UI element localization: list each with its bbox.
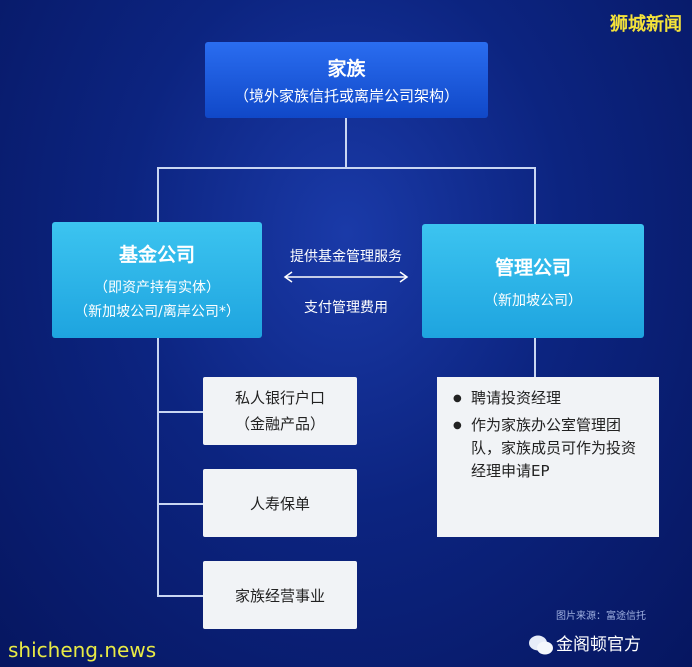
connector [157,503,203,505]
mgmt-duties-list: 聘请投资经理 作为家族办公室管理团队，家族成员可作为投资经理申请EP [437,377,659,537]
fund-company-line1: （即资产持有实体） [94,279,220,296]
image-source: 图片来源：富途信托 [556,611,646,622]
family-node: 家族 （境外家族信托或离岸公司架构） [205,42,488,118]
asset-life-insurance: 人寿保单 [203,469,357,537]
mgmt-company-title: 管理公司 [494,256,571,279]
service-label: 提供基金管理服务 [290,249,402,265]
fund-company-title: 基金公司 [118,243,195,266]
connector [534,338,536,377]
site-watermark: shicheng.news [8,638,157,662]
connector [157,595,203,597]
connector [157,167,535,169]
connector [534,167,536,225]
connector [157,411,203,413]
asset-private-bank: 私人银行户口 （金融产品） [203,377,357,445]
fee-label: 支付管理费用 [304,300,388,316]
asset-label: 人寿保单 [249,494,310,513]
wechat-account: 金阁顿官方 [556,635,641,655]
wechat-icon [529,635,553,655]
asset-family-business: 家族经营事业 [203,561,357,629]
mgmt-company-line1: （新加坡公司） [484,292,582,309]
list-item: 作为家族办公室管理团队，家族成员可作为投资经理申请EP [453,414,647,483]
mgmt-company-node: 管理公司 （新加坡公司） [422,224,644,338]
fund-company-line2: （新加坡公司/离岸公司*） [74,303,240,320]
asset-label: 私人银行户口 [234,389,325,407]
family-subtitle: （境外家族信托或离岸公司架构） [233,87,459,105]
list-item: 聘请投资经理 [453,387,647,410]
connector [345,118,347,168]
brand-watermark: 狮城新闻 [610,14,682,35]
asset-sublabel: （金融产品） [234,415,325,433]
family-title: 家族 [327,58,366,80]
fund-company-node: 基金公司 （即资产持有实体） （新加坡公司/离岸公司*） [52,222,262,338]
connector [157,167,159,223]
connector [157,338,159,596]
asset-label: 家族经营事业 [234,586,325,605]
double-arrow-icon [283,271,409,283]
